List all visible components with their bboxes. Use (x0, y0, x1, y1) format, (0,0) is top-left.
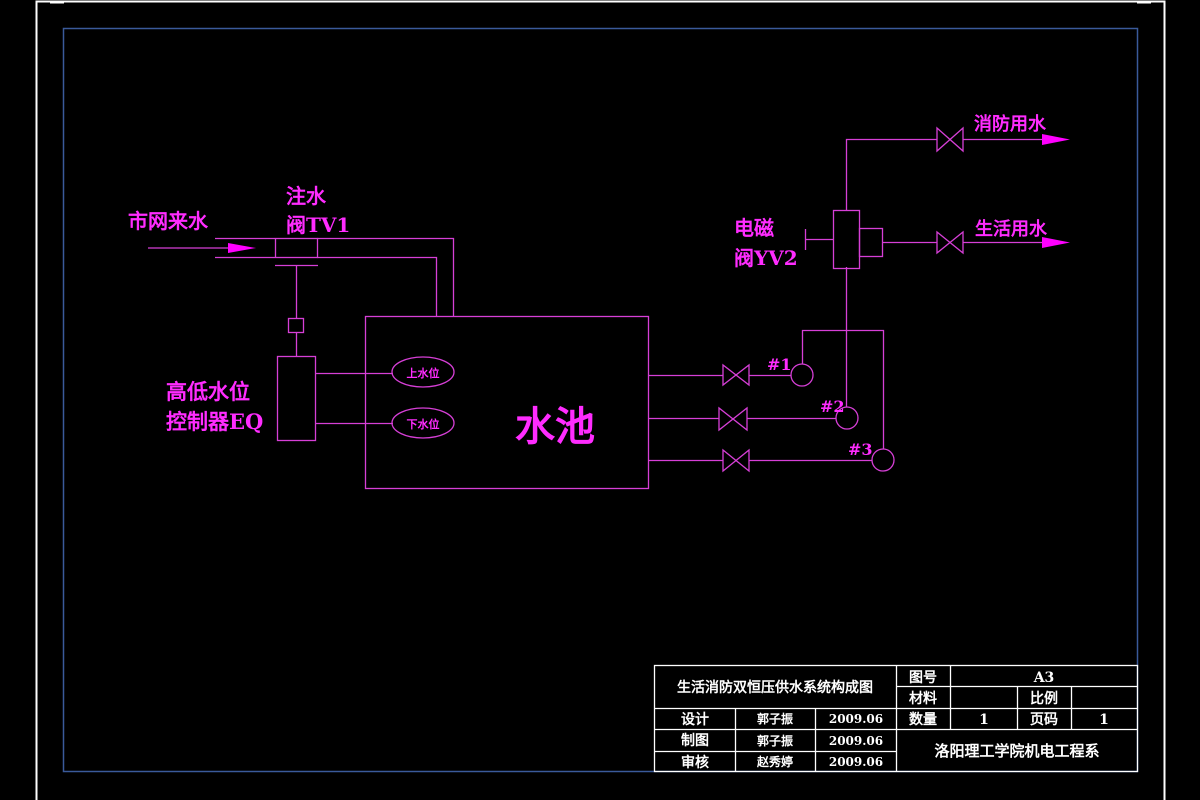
fire-water-label: 消防用水 (974, 113, 1047, 135)
valve-actuator-box (287, 317, 305, 334)
inlet-label: 市网来水 (128, 209, 209, 233)
pump-1[interactable] (790, 363, 814, 387)
drawing-no-label: 图号 (909, 670, 937, 686)
institution: 洛阳理工学院机电工程系 (934, 742, 1099, 760)
upper-level-sensor-label: 上水位 (407, 366, 440, 380)
gate-valve-icon (718, 406, 748, 432)
inlet-arrow-icon (228, 243, 256, 253)
sheet-border (35, 0, 1166, 800)
controller-label: 高低水位 (166, 379, 250, 404)
signoff-name: 郭子振 (757, 711, 793, 726)
signoff-role: 制图 (681, 732, 709, 749)
pump-3[interactable] (871, 448, 895, 472)
drawing-frame (62, 27, 1139, 773)
fill-valve-label: 阀TV1 (286, 213, 350, 237)
gate-valve-icon (722, 363, 750, 387)
domestic-water-label: 生活用水 (975, 218, 1048, 240)
outlet-arrow-icon (1042, 237, 1070, 248)
lower-level-sensor[interactable] (391, 407, 455, 439)
quantity-label: 数量 (909, 711, 937, 728)
tank-label: 水池 (515, 403, 595, 450)
signoff-date: 2009.06 (829, 734, 883, 748)
scale-label: 比例 (1030, 690, 1058, 707)
drawing-title: 生活消防双恒压供水系统构成图 (677, 679, 873, 696)
signoff-date: 2009.06 (829, 712, 883, 726)
lower-level-sensor-label: 下水位 (407, 417, 440, 431)
solenoid-valve-yv2[interactable] (804, 209, 884, 270)
gate-valve-icon (722, 448, 750, 473)
domestic-water-line (883, 230, 1070, 255)
signoff-date: 2009.06 (829, 755, 883, 769)
pump-discharge-manifold (801, 267, 885, 449)
title-block: 生活消防双恒压供水系统构成图 图号 A3 材料 比例 数量 1 页码 1 洛阳理… (653, 664, 1139, 773)
outlet-arrow-icon (1042, 134, 1070, 145)
signoff-name: 赵秀婷 (756, 754, 793, 769)
tank-inlet-pipe (317, 237, 455, 316)
page-value: 1 (1099, 712, 1109, 728)
fire-water-line (845, 126, 1070, 210)
pump-line-3 (649, 448, 895, 473)
upper-level-sensor[interactable] (391, 356, 455, 388)
material-label: 材料 (909, 690, 937, 707)
water-tank (364, 315, 650, 490)
signoff-role: 设计 (681, 711, 709, 728)
quantity-value: 1 (979, 712, 989, 728)
signoff-name: 郭子振 (757, 733, 793, 748)
fill-valve-tv1[interactable] (274, 237, 319, 357)
signoff-role: 审核 (681, 754, 709, 771)
fill-valve-label: 注水 (286, 184, 327, 208)
level-controller-eq[interactable] (276, 355, 317, 442)
gate-valve-icon (936, 230, 964, 255)
solenoid-valve-label: 阀YV2 (734, 246, 798, 270)
page-label: 页码 (1030, 712, 1058, 728)
solenoid-valve-label: 电磁 (734, 216, 774, 240)
pump-3-label: #3 (848, 440, 873, 459)
pump-2-label: #2 (820, 397, 845, 416)
drawing-no-value: A3 (1033, 670, 1055, 686)
pump-1-label: #1 (767, 355, 792, 374)
controller-label: 控制器EQ (166, 409, 263, 434)
gate-valve-icon (936, 126, 964, 153)
inlet-pipe (148, 237, 275, 259)
